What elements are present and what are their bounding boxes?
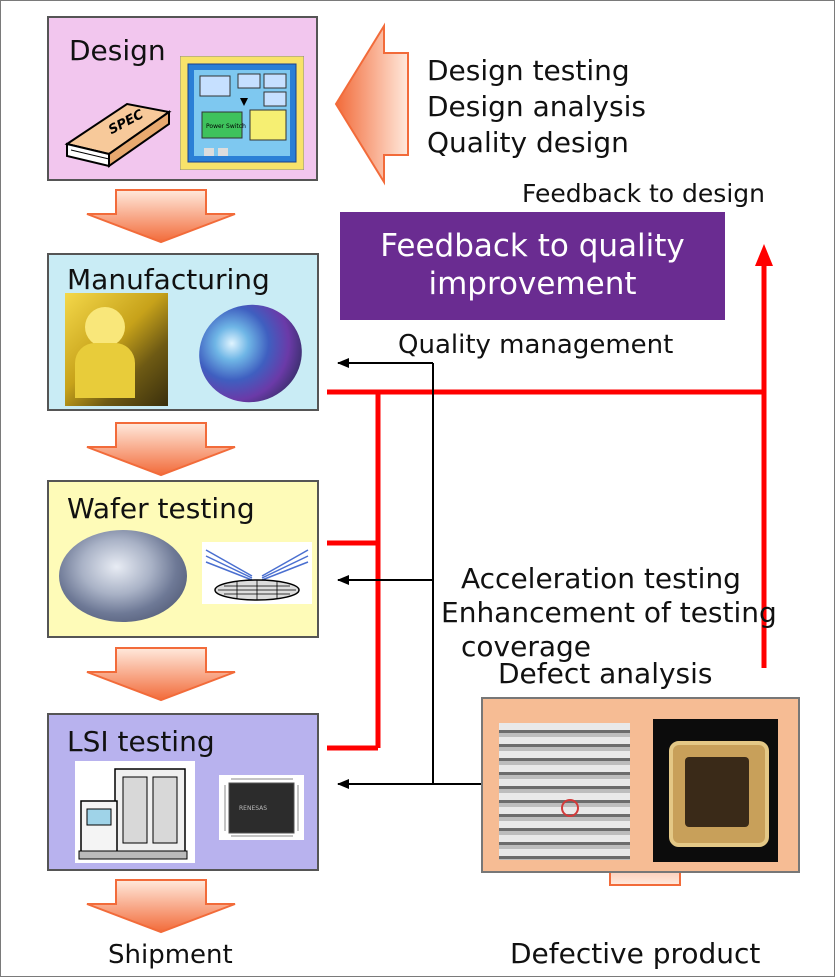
wafer-photo xyxy=(188,293,313,414)
lsi-tester-machine-icon xyxy=(75,761,195,863)
design-input-arrow xyxy=(334,22,409,186)
flow-arrow-down-3 xyxy=(86,647,236,702)
feedback-lines xyxy=(327,262,767,751)
testing-lab-photo xyxy=(59,530,187,622)
banner-line-2: improvement xyxy=(428,266,637,302)
design-stage-box: Design SPEC Power Switch xyxy=(47,16,318,181)
power-switch-text: Power Switch xyxy=(206,123,246,130)
lsi-chip-icon: RENESAS xyxy=(219,775,304,840)
lsi-testing-stage-title: LSI testing xyxy=(67,725,215,758)
feedback-to-design-label: Feedback to design xyxy=(522,179,765,208)
shipment-label: Shipment xyxy=(108,940,233,970)
testing-coverage-label-line1: Enhancement of testing xyxy=(441,596,777,629)
banner-line-1: Feedback to quality xyxy=(380,228,685,265)
defect-analysis-label: Defect analysis xyxy=(498,657,713,690)
defect-analysis-box xyxy=(481,697,800,873)
wafer-testing-stage-box: Wafer testing xyxy=(47,480,319,638)
svg-text:RENESAS: RENESAS xyxy=(239,805,267,812)
wafer-testing-stage-title: Wafer testing xyxy=(67,492,255,525)
design-analysis-label: Design analysis xyxy=(427,90,646,123)
testing-coverage-label-line2: coverage xyxy=(461,630,591,663)
cleanroom-worker-photo xyxy=(65,293,168,406)
lsi-testing-stage-box: LSI testing RENESAS xyxy=(47,713,319,871)
quality-design-label: Quality design xyxy=(427,126,629,159)
quality-management-lines xyxy=(337,358,481,789)
defect-sem-photo xyxy=(499,723,630,860)
defective-product-label: Defective product xyxy=(510,937,761,970)
flow-arrow-down-4 xyxy=(86,879,236,934)
design-stage-title: Design xyxy=(69,34,166,67)
spec-book-icon: SPEC xyxy=(64,102,172,168)
probe-card-icon xyxy=(202,542,312,604)
manufacturing-stage-title: Manufacturing xyxy=(67,263,270,296)
manufacturing-stage-box: Manufacturing xyxy=(47,253,319,414)
quality-management-label: Quality management xyxy=(398,330,674,360)
chip-layout-icon: Power Switch xyxy=(180,56,304,170)
feedback-to-design-arrowhead xyxy=(755,244,773,266)
flow-arrow-down-2 xyxy=(86,422,236,477)
acceleration-testing-label: Acceleration testing xyxy=(461,562,741,595)
design-testing-label: Design testing xyxy=(427,54,630,87)
defect-package-photo xyxy=(653,719,778,862)
flow-arrow-down-1 xyxy=(86,189,236,244)
feedback-quality-banner: Feedback to quality improvement xyxy=(340,212,725,320)
